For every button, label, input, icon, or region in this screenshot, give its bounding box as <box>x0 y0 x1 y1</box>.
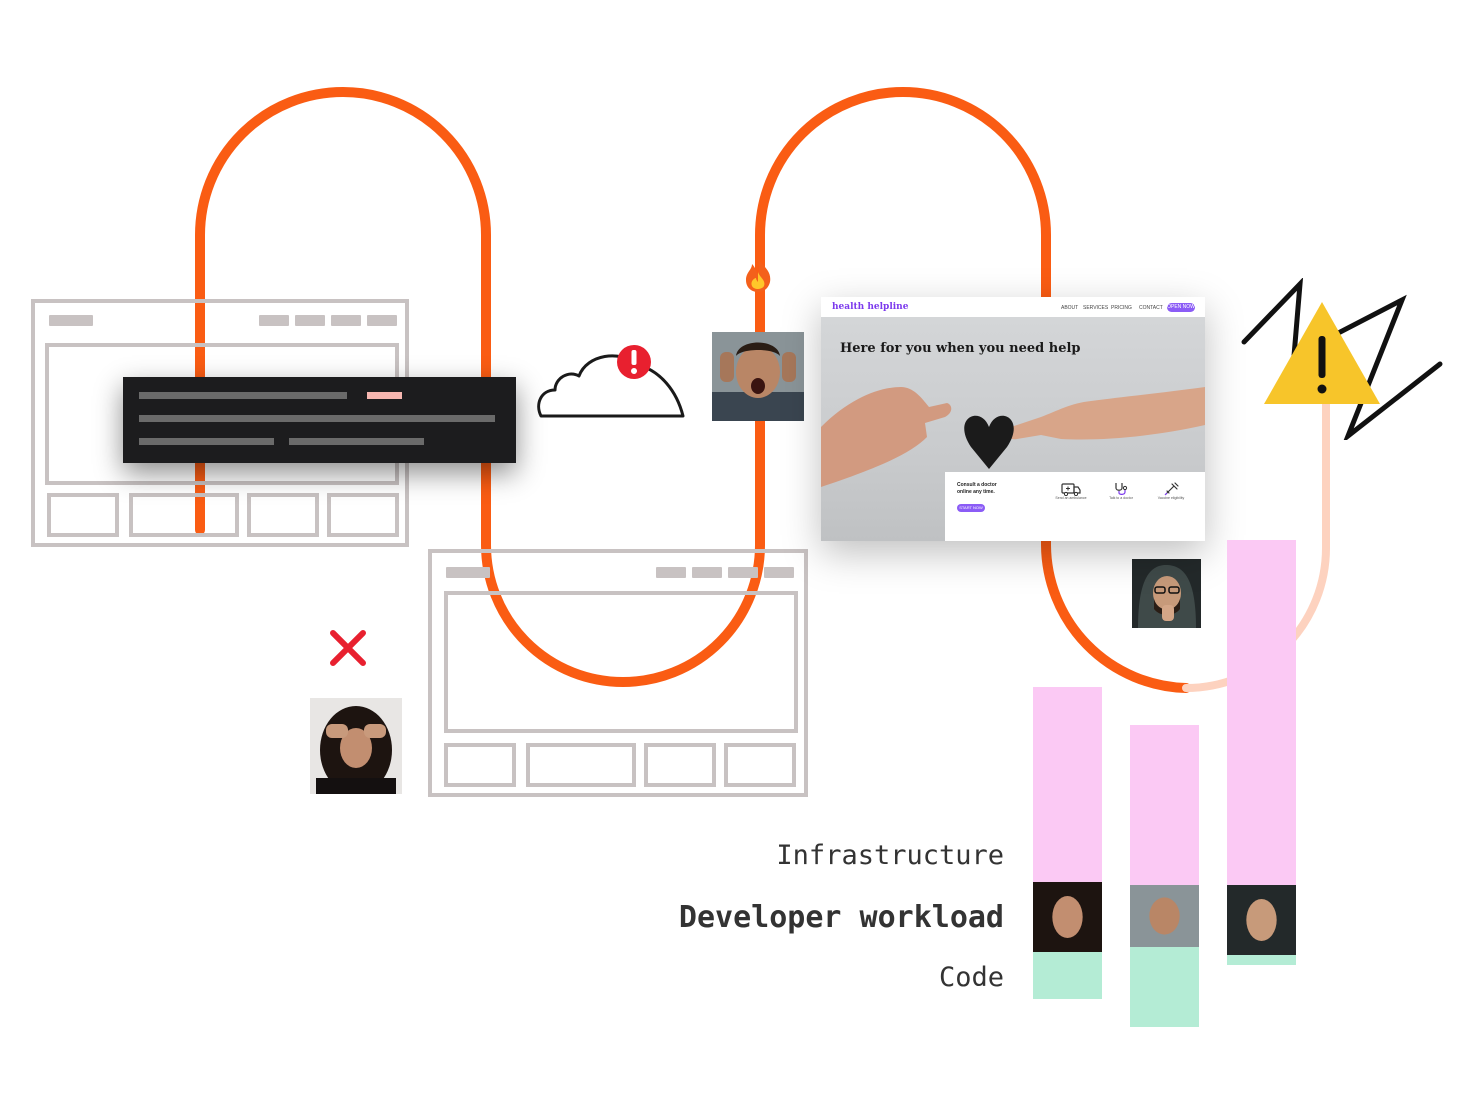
service-doctor[interactable]: Talk to a doctor <box>1101 482 1141 501</box>
window-nav-bar <box>367 315 397 326</box>
window-block <box>526 743 636 787</box>
code-line <box>289 438 424 445</box>
bar-infrastructure <box>1130 725 1199 885</box>
window-nav-bar <box>259 315 289 326</box>
code-line <box>139 415 495 422</box>
window-block <box>47 493 119 537</box>
cloud-error-icon <box>537 345 685 418</box>
window-block <box>444 743 516 787</box>
website-info-box: Consult a doctor online any time. START … <box>945 472 1205 541</box>
service-vaccine[interactable]: Vaccine eligibility <box>1151 482 1191 501</box>
website-logo[interactable]: health helpline <box>832 302 909 312</box>
hooded-man-photo <box>1132 559 1201 628</box>
window-nav-bar <box>728 567 758 578</box>
website-nav-item[interactable]: PRICING <box>1111 305 1132 311</box>
bar-infrastructure <box>1033 687 1102 882</box>
window-block <box>129 493 239 537</box>
window-block <box>247 493 319 537</box>
error-x-icon <box>330 630 366 666</box>
website-cta-button[interactable]: OPEN NOW <box>1167 303 1195 312</box>
bar-developer-workload <box>1130 885 1199 947</box>
website-nav-item[interactable]: ABOUT <box>1061 305 1079 311</box>
stressed-woman-photo <box>310 698 402 794</box>
window-nav-bar <box>295 315 325 326</box>
window-nav-bar <box>692 567 722 578</box>
window-nav-bar <box>656 567 686 578</box>
website-header: health helpline ABOUT SERVICES PRICING C… <box>821 297 1205 317</box>
code-line-highlight <box>367 392 402 399</box>
pipeline-path <box>195 87 1191 693</box>
website-info-button[interactable]: START NOW <box>957 504 985 512</box>
bar-code <box>1033 952 1102 999</box>
window-title-bar <box>49 315 93 326</box>
service-label: Talk to a doctor <box>1109 496 1133 500</box>
website-nav-item[interactable]: SERVICES <box>1083 305 1109 311</box>
code-line <box>139 392 347 399</box>
wireframe-window-bottom <box>428 549 808 797</box>
window-title-bar <box>446 567 490 578</box>
window-nav-bar <box>331 315 361 326</box>
window-block <box>644 743 716 787</box>
window-content-area <box>444 591 798 733</box>
legend-code: Code <box>938 962 1004 993</box>
ambulance-icon <box>1061 483 1081 496</box>
service-ambulance[interactable]: Send an ambulance <box>1051 482 1091 501</box>
website-info-text: Consult a doctor online any time. <box>957 482 997 495</box>
syringe-icon <box>1164 482 1179 496</box>
code-panel <box>123 377 516 463</box>
fire-icon <box>746 258 771 292</box>
service-label: Vaccine eligibility <box>1157 496 1185 500</box>
website-headline: Here for you when you need help <box>840 341 1081 356</box>
bar-code <box>1227 955 1296 965</box>
code-line <box>139 438 274 445</box>
window-block <box>327 493 399 537</box>
legend-developer-workload: Developer workload <box>678 900 1004 935</box>
stethoscope-icon <box>1115 483 1128 495</box>
bar-developer-workload <box>1227 885 1296 955</box>
bar-code <box>1130 947 1199 1027</box>
lightning-icon <box>1241 278 1443 440</box>
warning-icon <box>1264 302 1380 404</box>
service-label: Send an ambulance <box>1055 496 1087 500</box>
website-nav-item[interactable]: CONTACT <box>1139 305 1163 311</box>
bar-developer-workload <box>1033 882 1102 952</box>
website-hero: Here for you when you need help Consult … <box>821 317 1205 541</box>
window-block <box>724 743 796 787</box>
bar-infrastructure <box>1227 540 1296 885</box>
legend-infrastructure: Infrastructure <box>776 840 1004 871</box>
hands-heart-image <box>821 387 1205 487</box>
screaming-man-photo <box>712 332 804 421</box>
window-nav-bar <box>764 567 794 578</box>
website-screenshot: health helpline ABOUT SERVICES PRICING C… <box>821 297 1205 541</box>
